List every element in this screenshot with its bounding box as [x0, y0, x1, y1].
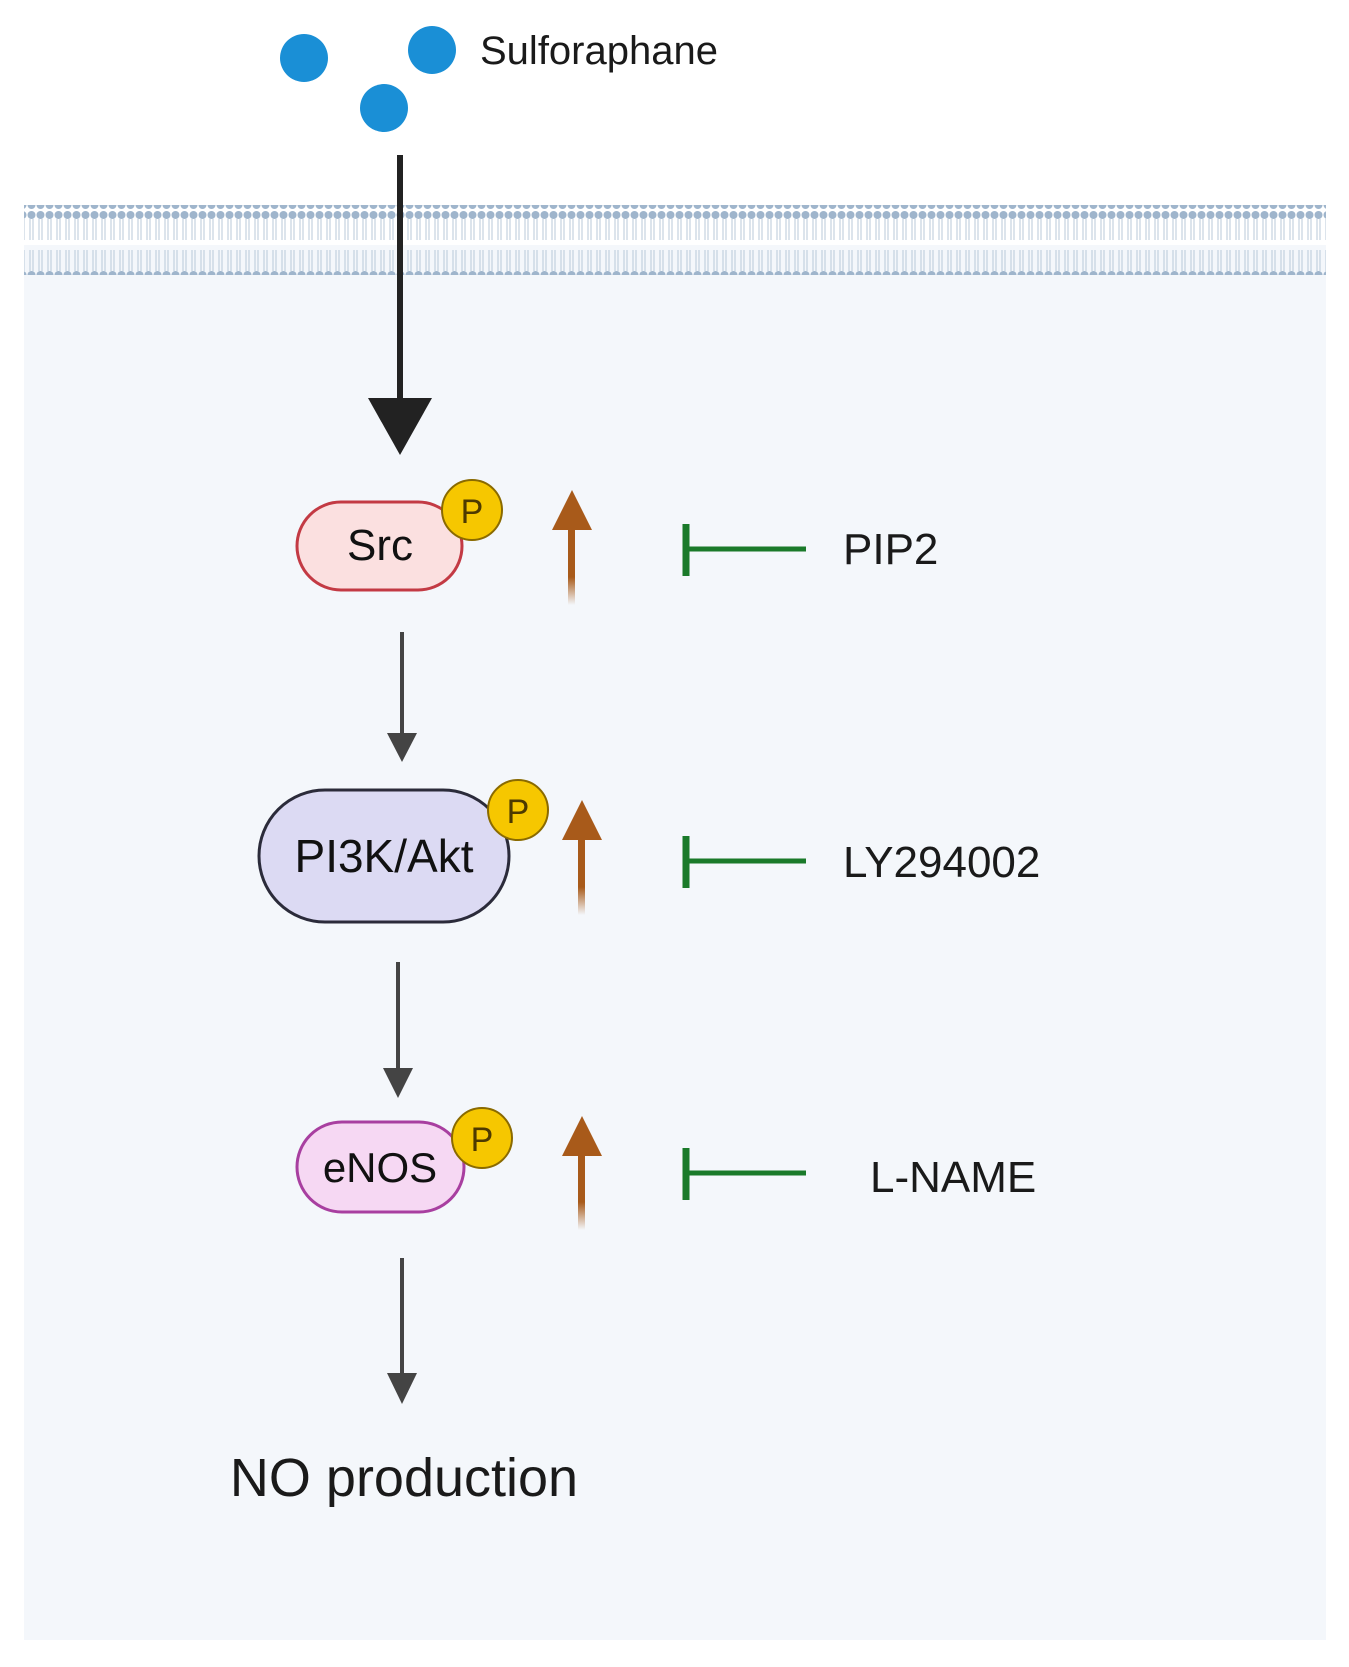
molecule-dot: [280, 34, 328, 82]
inhibitor-label-l-name: L-NAME: [870, 1153, 1036, 1202]
arrow-enos-to-no: [387, 1258, 417, 1404]
molecule-dot: [408, 26, 456, 74]
phospho-label: P: [471, 1121, 494, 1159]
phospho-badge-enos: P: [451, 1107, 513, 1169]
enos-node: eNOS: [295, 1120, 466, 1214]
upregulation-arrow-pi3k: [562, 800, 602, 915]
entry-arrow: [368, 155, 432, 455]
inhibitor-label-ly294002: LY294002: [843, 838, 1040, 887]
phospho-badge-pi3k: P: [487, 779, 549, 841]
arrow-src-to-pi3k: [387, 632, 417, 762]
sulforaphane-molecules: [280, 26, 456, 132]
pi3k-akt-label: PI3K/Akt: [295, 830, 474, 882]
sulforaphane-label: Sulforaphane: [480, 29, 718, 73]
upregulation-arrow-enos: [562, 1116, 602, 1230]
molecule-dot: [360, 84, 408, 132]
upregulation-arrow-src: [552, 490, 592, 605]
arrow-pi3k-to-enos: [383, 962, 413, 1098]
inhibitor-symbol-pip2: [682, 524, 806, 576]
cell-membrane: [24, 205, 1326, 275]
phospho-label: P: [461, 493, 484, 531]
phospho-badge-src: P: [441, 479, 503, 541]
pi3k-akt-node: PI3K/Akt: [257, 788, 511, 924]
output-label: NO production: [230, 1448, 578, 1508]
inhibitor-label-pip2: PIP2: [843, 525, 938, 574]
cell-interior: [24, 245, 1326, 1640]
src-node: Src: [295, 500, 464, 592]
inhibitor-symbol-ly294002: [682, 836, 806, 888]
inhibitor-symbol-l-name: [682, 1148, 806, 1200]
src-label: Src: [347, 521, 413, 570]
enos-label: eNOS: [323, 1144, 437, 1191]
phospho-label: P: [507, 793, 530, 831]
